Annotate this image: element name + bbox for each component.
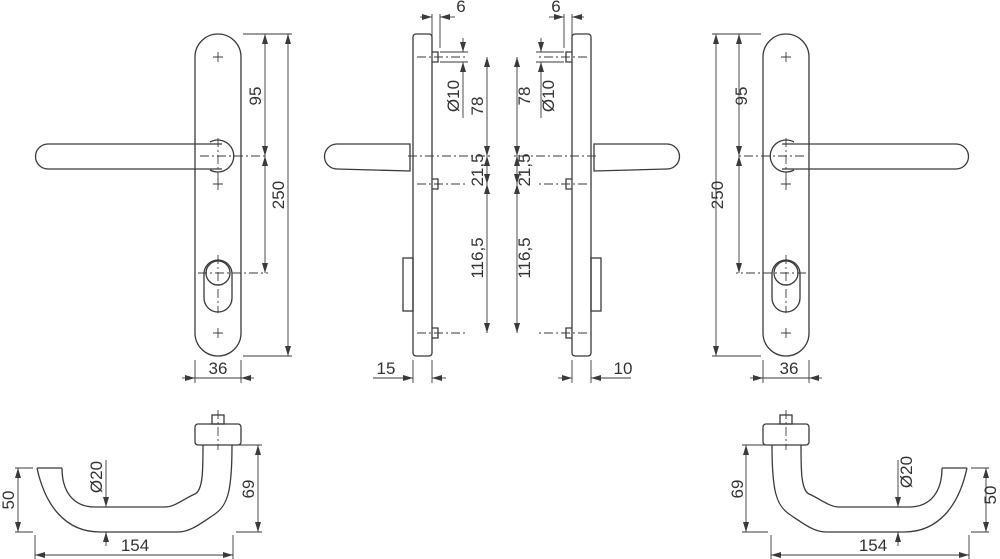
dim-50-left: 50 bbox=[0, 491, 18, 510]
dim-116-5-right: 116,5 bbox=[515, 237, 534, 278]
dim-250-right: 250 bbox=[708, 181, 727, 209]
handle-top-view bbox=[15, 410, 262, 559]
front-view bbox=[34, 33, 292, 383]
dim-154-left: 154 bbox=[121, 536, 149, 555]
dim-d20-left: Ø20 bbox=[87, 461, 106, 493]
dim-69-right: 69 bbox=[728, 480, 747, 499]
left-half-geometry bbox=[15, 14, 490, 559]
dim-6-left: 6 bbox=[456, 0, 465, 16]
dim-d20-right: Ø20 bbox=[897, 456, 916, 488]
lever-side bbox=[323, 143, 411, 172]
dim-36-right: 36 bbox=[780, 359, 799, 378]
dim-36-left: 36 bbox=[209, 359, 228, 378]
dim-154-right: 154 bbox=[859, 536, 887, 555]
dim-21-5-right: 21,5 bbox=[515, 153, 534, 186]
dim-d10-right: Ø10 bbox=[539, 80, 558, 112]
handle-profile bbox=[36, 444, 233, 533]
dim-78-right: 78 bbox=[515, 87, 534, 106]
dim-10: 10 bbox=[614, 359, 633, 378]
right-half-geometry-mirrored bbox=[514, 14, 989, 559]
rose bbox=[209, 139, 235, 173]
dim-250-left: 250 bbox=[269, 181, 288, 209]
dim-21-5-left: 21,5 bbox=[468, 153, 487, 186]
dim-69-left: 69 bbox=[239, 480, 258, 499]
dim-78-left: 78 bbox=[468, 97, 487, 116]
lock-boss bbox=[402, 257, 414, 312]
dim-d10-left: Ø10 bbox=[444, 80, 463, 112]
dim-95-right: 95 bbox=[732, 87, 751, 106]
backplate bbox=[194, 33, 242, 357]
dim-116-5-left: 116,5 bbox=[468, 237, 487, 278]
lever-handle bbox=[34, 143, 222, 170]
dim-6-right: 6 bbox=[551, 0, 560, 16]
dim-95-left: 95 bbox=[246, 87, 265, 106]
side-view bbox=[323, 14, 490, 383]
dim-50-right: 50 bbox=[981, 486, 1000, 505]
dim-15: 15 bbox=[377, 359, 396, 378]
plate-side bbox=[412, 33, 433, 357]
